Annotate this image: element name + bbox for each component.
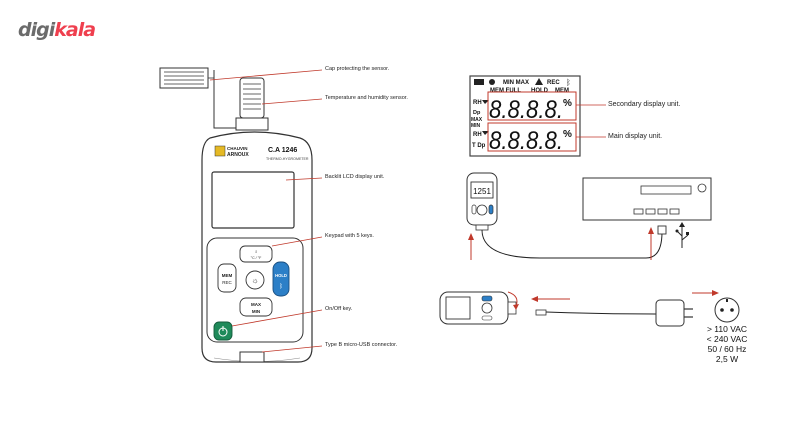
pc-display-slot bbox=[640, 185, 692, 195]
max-key-label: MAX bbox=[251, 302, 261, 307]
secondary-percent: % bbox=[563, 98, 572, 109]
usb-icon bbox=[675, 222, 689, 248]
rotate-arrow-icon bbox=[507, 291, 518, 307]
wall-socket bbox=[714, 297, 740, 323]
callout-keypad: Keypad with 5 keys. bbox=[325, 233, 374, 239]
pc-connection-diagram: 1251 bbox=[466, 172, 712, 260]
power-specs: > 110 VAC < 240 VAC 50 / 60 Hz 2,5 W bbox=[697, 324, 757, 364]
charging-diagram bbox=[439, 290, 740, 327]
brand-line-2: ARNOUX bbox=[227, 152, 249, 158]
pc-power-button bbox=[697, 183, 707, 193]
svg-text:ↆ: ↆ bbox=[255, 249, 258, 254]
brand-badge bbox=[214, 145, 226, 157]
spec-line-4: 2,5 W bbox=[715, 354, 739, 364]
top-min-max: MIN MAX bbox=[503, 80, 529, 86]
thermo-hygrometer-device: CHAUVIN ARNOUX C.A 1246 THERMO-HYGROMETE… bbox=[159, 67, 313, 363]
spec-line-3: 50 / 60 Hz bbox=[707, 344, 747, 354]
top-rec: REC bbox=[547, 80, 560, 86]
callout-secondary-display: Secondary display unit. bbox=[608, 101, 681, 108]
callout-sensor: Temperature and humidity sensor. bbox=[325, 95, 408, 101]
small-lcd-value: 1251 bbox=[473, 187, 491, 196]
label-rh-top: RH bbox=[473, 100, 482, 106]
units-key[interactable]: ↆ °C / °F bbox=[239, 245, 273, 263]
power-adapter bbox=[655, 299, 685, 327]
max-min-key[interactable]: MAX MIN bbox=[239, 297, 273, 317]
label-rh-bottom: RH bbox=[473, 132, 482, 138]
callout-cap: Cap protecting the sensor. bbox=[325, 66, 390, 72]
callout-main-display: Main display unit. bbox=[608, 133, 663, 140]
temperature-humidity-sensor bbox=[235, 77, 269, 131]
alarm-triangle-icon bbox=[535, 78, 543, 85]
logo-part-2: kala bbox=[54, 19, 96, 41]
model-name: C.A 1246 bbox=[268, 147, 297, 154]
probe-icon bbox=[489, 79, 495, 85]
callout-onoff: On/Off key. bbox=[325, 306, 353, 312]
brand-line-1: CHAUVIN bbox=[227, 146, 248, 151]
main-digits: 8.8.8.8. bbox=[489, 127, 563, 155]
hold-key-label: HOLD bbox=[275, 273, 287, 278]
device-lcd bbox=[211, 171, 295, 229]
logo-part-1: digi bbox=[18, 19, 55, 41]
usb-connector bbox=[239, 351, 265, 363]
top-mem-full: MEM FULL bbox=[490, 88, 521, 94]
svg-text:☼: ☼ bbox=[251, 276, 258, 285]
hold-key[interactable]: HOLD ᛒ bbox=[272, 261, 290, 297]
label-max: MAX bbox=[471, 117, 483, 123]
left-callout-lines bbox=[209, 69, 323, 353]
label-min: MIN bbox=[471, 123, 481, 129]
secondary-display-highlight bbox=[487, 91, 577, 121]
bluetooth-lcd-icon: ᛒ bbox=[566, 78, 571, 87]
top-mem: MEM bbox=[555, 88, 569, 94]
mem-key-label: MEM bbox=[222, 273, 233, 278]
bluetooth-icon: ᛒ bbox=[279, 283, 283, 290]
battery-icon bbox=[474, 79, 484, 85]
rec-key-label: REC bbox=[222, 280, 232, 285]
sensor-cap bbox=[159, 67, 240, 129]
spec-line-2: < 240 VAC bbox=[706, 334, 748, 344]
spec-line-1: > 110 VAC bbox=[706, 324, 748, 334]
small-lcd bbox=[470, 181, 494, 199]
min-key-label: MIN bbox=[252, 309, 260, 314]
backlight-key[interactable]: ☼ bbox=[245, 270, 265, 290]
units-key-label: °C / °F bbox=[251, 256, 262, 260]
model-subtitle: THERMO-HYGROMETER bbox=[266, 157, 309, 161]
usb-cable-pc bbox=[481, 229, 663, 259]
site-logo: digikala bbox=[18, 19, 96, 41]
label-tdp: T Dp bbox=[472, 143, 486, 149]
label-dp: Dp bbox=[473, 110, 481, 116]
callout-usb: Type B micro-USB connector. bbox=[325, 342, 398, 348]
charging-cable bbox=[545, 311, 657, 315]
main-percent: % bbox=[563, 129, 572, 140]
callout-lcd: Backlit LCD display unit. bbox=[325, 174, 385, 180]
top-hold: HOLD bbox=[531, 88, 549, 94]
lcd-panel-diagram: MIN MAX REC ᛒ MEM FULL HOLD MEM RH Dp MA… bbox=[469, 75, 606, 157]
secondary-digits: 8.8.8.8. bbox=[489, 96, 563, 124]
on-off-key[interactable] bbox=[213, 321, 233, 341]
mem-rec-key[interactable]: MEM REC bbox=[217, 263, 237, 293]
